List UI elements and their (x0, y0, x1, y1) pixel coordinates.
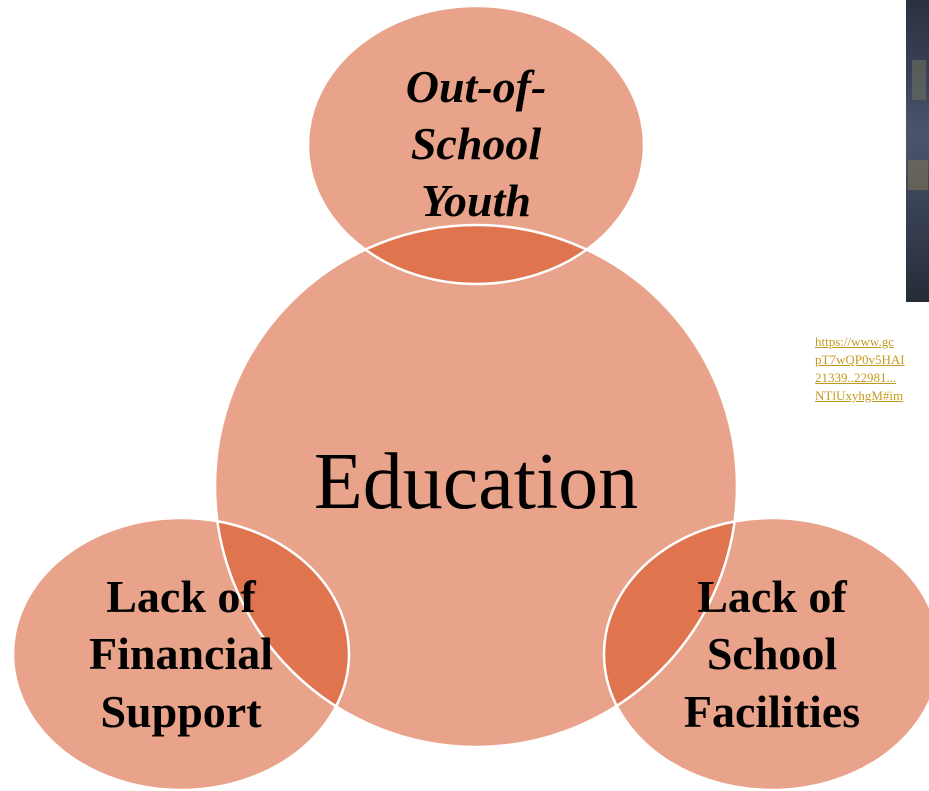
right-label-line-3: Facilities (684, 686, 860, 737)
left-label-line-2: Financial (89, 628, 273, 679)
source-link-line-3: 21339..22981... (815, 370, 897, 385)
left-label-line-1: Lack of (106, 571, 256, 622)
right-label-line-1: Lack of (697, 571, 847, 622)
education-circle (215, 225, 737, 747)
top-label-line-3: Youth (421, 175, 531, 226)
education-label: Education (314, 438, 638, 526)
cropped-photo (906, 0, 929, 302)
left-label-line-3: Support (100, 686, 262, 737)
top-label-line-1: Out-of- (406, 61, 547, 112)
out-of-school-youth-circle (308, 6, 644, 284)
source-link-line-2: pT7wQP0v5HAI (815, 352, 905, 367)
right-label-line-2: School (707, 628, 837, 679)
image-source-link[interactable]: https://www.gc pT7wQP0v5HAI 21339..22981… (815, 333, 929, 405)
top-label-line-2: School (411, 118, 542, 169)
source-link-line-4: NTlUxyhgM#im (815, 388, 904, 403)
source-link-line-1: https://www.gc (815, 334, 894, 349)
